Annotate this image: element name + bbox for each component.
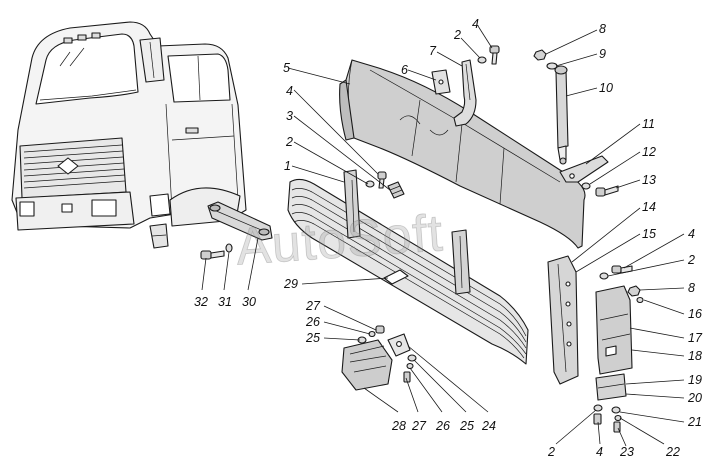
truck-cab: [11, 21, 247, 249]
callout-19: 19: [688, 373, 702, 387]
callout-11: 11: [642, 117, 655, 131]
callout-24: 24: [481, 419, 496, 433]
callout-5: 5: [283, 61, 290, 75]
radiator-grille: [287, 169, 529, 365]
bracket-6: [431, 69, 451, 95]
callout-2-mid: 2: [285, 135, 293, 149]
callout-10: 10: [599, 81, 613, 95]
callout-3: 3: [286, 109, 293, 123]
callout-23: 23: [619, 445, 634, 459]
washer-2-right: [599, 272, 609, 280]
callout-25-top: 25: [305, 331, 320, 345]
bracket-11: [559, 155, 609, 183]
callout-4-top: 4: [472, 17, 479, 31]
callout-27-top: 27: [305, 299, 321, 313]
callout-27-bottom: 27: [411, 419, 427, 433]
callout-30: 30: [242, 295, 256, 309]
callout-4-mid: 4: [286, 84, 293, 98]
callout-7: 7: [429, 44, 437, 58]
washer-12: [581, 182, 591, 190]
callout-8-top: 8: [599, 22, 606, 36]
bolt-13: [595, 185, 619, 197]
callout-21: 21: [687, 415, 702, 429]
callout-31: 31: [218, 295, 232, 309]
gas-strut: [554, 65, 569, 165]
washer-2-top: [477, 56, 487, 64]
callout-14: 14: [642, 200, 656, 214]
callout-9: 9: [599, 47, 606, 61]
bracket-7: [453, 59, 477, 127]
bolt-4-top: [489, 45, 500, 65]
callout-26-bottom: 26: [435, 419, 450, 433]
callout-22: 22: [665, 445, 680, 459]
callout-16: 16: [688, 307, 702, 321]
washer-2-mid: [365, 180, 375, 188]
sun-visor-panel: [339, 59, 586, 249]
grab-handle: [207, 201, 273, 241]
boot-panel-17-18: [595, 285, 633, 375]
callout-1: 1: [284, 159, 291, 173]
callout-2-bottom: 2: [547, 445, 555, 459]
watermark-text: AutoSoft: [234, 204, 445, 276]
callout-17: 17: [688, 331, 703, 345]
washer-16: [636, 296, 644, 304]
spring-3: [387, 181, 405, 199]
callout-25-bottom: 25: [459, 419, 474, 433]
callout-29: 29: [283, 277, 298, 291]
callout-20: 20: [687, 391, 702, 405]
washer-9: [546, 62, 558, 70]
callout-32: 32: [194, 295, 208, 309]
callout-13: 13: [642, 173, 656, 187]
boot-panel-19-20: [595, 373, 627, 401]
callout-2-right: 2: [687, 253, 695, 267]
side-pillar: [547, 255, 579, 385]
callout-28: 28: [391, 419, 406, 433]
leader-lines: [201, 25, 685, 447]
grille-lock: [341, 333, 411, 391]
callout-18: 18: [688, 349, 702, 363]
callout-15: 15: [642, 227, 656, 241]
callout-6: 6: [401, 63, 408, 77]
callout-12: 12: [642, 145, 656, 159]
callout-26-top: 26: [305, 315, 320, 329]
callout-4-bottom: 4: [596, 445, 603, 459]
callout-4-right: 4: [688, 227, 695, 241]
callout-2-top: 2: [453, 28, 461, 42]
callout-labels: 5 6 7 2 4 8 9 10 11 12 13 4 3 2 1 14 15 …: [194, 17, 703, 459]
bottom-fasteners: [593, 404, 622, 433]
nut-8-top: [533, 49, 547, 61]
nut-8-right: [627, 285, 641, 297]
callout-8-right: 8: [688, 281, 695, 295]
washer-31: [225, 243, 233, 253]
bolt-32: [200, 250, 225, 260]
